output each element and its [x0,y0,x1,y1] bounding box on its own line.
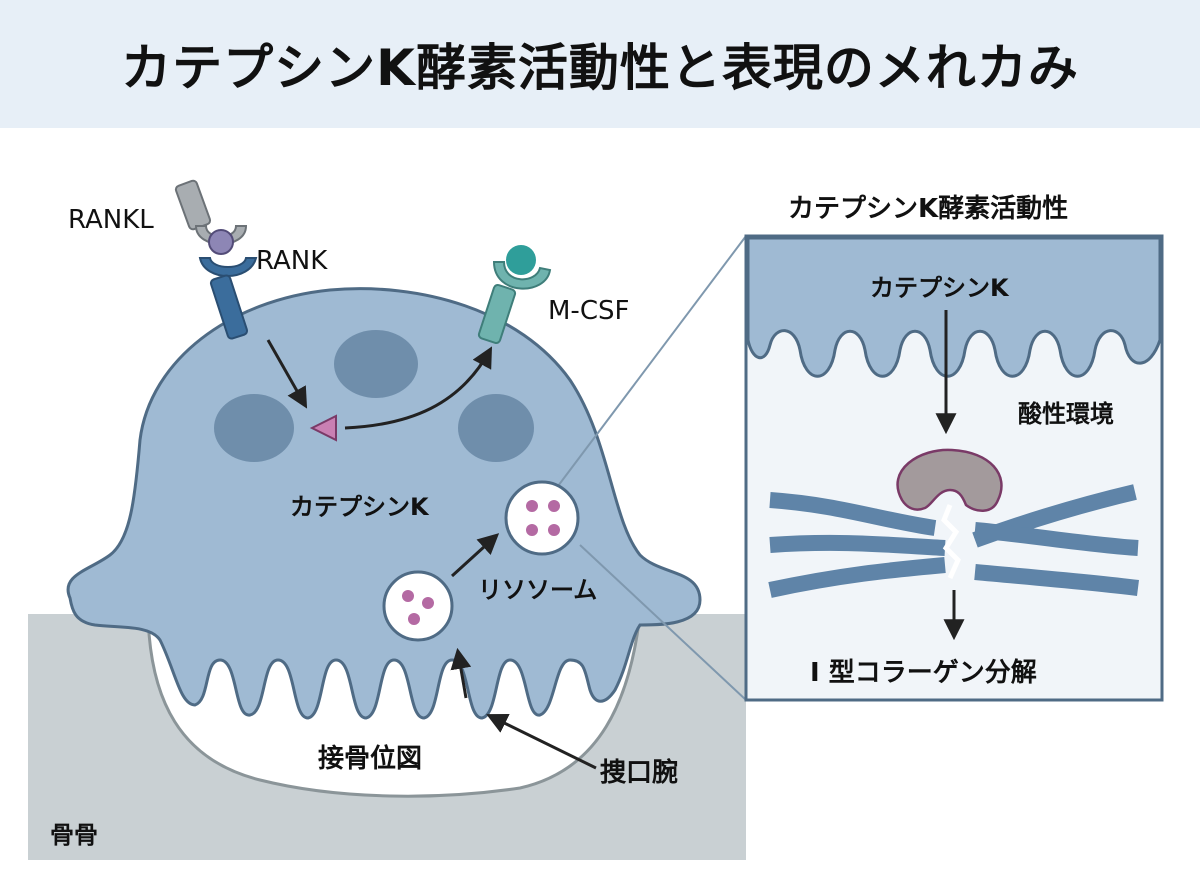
inset-cathepsin-k-label: カテプシンK [870,274,1009,302]
mcsf-receptor-stem [477,284,517,344]
nucleus [334,330,418,398]
header-banner: カテプシンK酵素活動性と表現のメれカみ [0,0,1200,128]
lysosome-granule [526,500,538,512]
collagen-degradation-label: I 型コラーゲン分解 [810,658,1037,688]
ruffled-border-arrow [486,713,597,770]
transport-arrow [450,533,500,578]
rankl-label: RANKL [68,205,154,235]
lysosome-granule [422,597,434,609]
lysosome-granule [408,613,420,625]
ruffled-border-label: 捜口腕 [600,758,679,788]
osteoclast-cell [66,287,702,720]
mcsf-receptor-cup [492,261,552,290]
collagen-fiber [769,534,946,556]
collagen-fiber [768,557,946,598]
bone-label: 骨骨 [50,821,98,849]
transport-arrow [450,647,472,699]
inset-connector [554,235,747,491]
collagen-fiber [769,492,937,536]
nucleus [214,394,294,462]
cathepsin-k-enzyme [896,448,1003,512]
resorption-pit-label: 接骨位図 [318,744,423,774]
inset-cell-membrane [746,236,1162,378]
acidic-environment-label: 酸性環境 [1018,400,1114,428]
rank-receptor-stem [209,274,249,340]
collagen-fiber [974,564,1139,596]
cleavage-site [941,504,961,580]
rankl-ligand-stem [174,179,212,231]
signal-arrow [266,339,308,409]
mcsf-ball [506,245,536,275]
lysosome-granule [548,500,560,512]
collagen-fiber [974,522,1139,556]
signal-arrow [344,346,493,430]
inset-connector [579,544,747,701]
rankl-ball [208,229,234,255]
cathepsin-k-marker [309,414,337,442]
lysosome-granule [402,590,414,602]
cathepsin-k-cell-label: カテプシンK [290,493,429,521]
lysosome [382,570,454,642]
page-title: カテプシンK酵素活動性と表現のメれカみ [121,39,1079,97]
lysosome-granule [548,524,560,536]
mcsf-label: M-CSF [548,296,630,326]
lysosome-granule [526,524,538,536]
nucleus [458,394,534,462]
lysosome-label: リソソーム [478,576,598,604]
inset-title: カテプシンK酵素活動性 [788,194,1069,224]
lysosome [504,480,580,556]
rank-label: RANK [256,246,328,276]
rank-receptor-cup [198,257,258,277]
